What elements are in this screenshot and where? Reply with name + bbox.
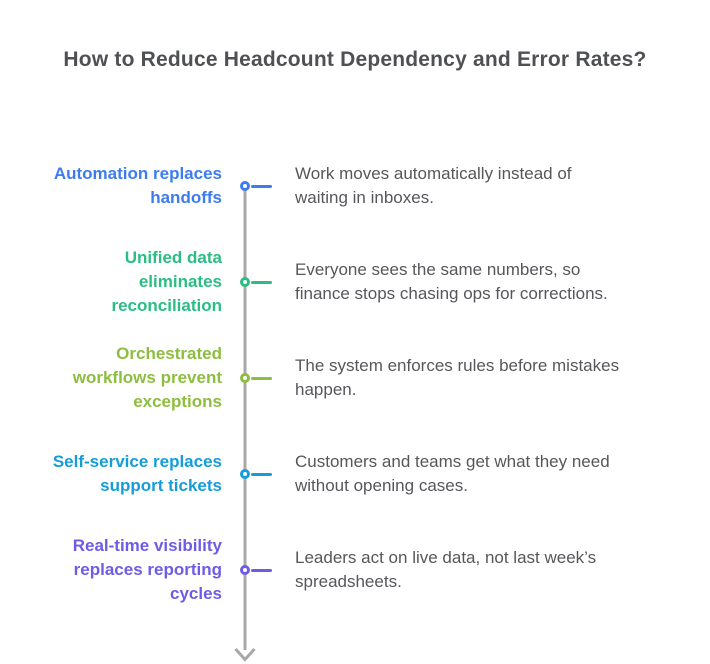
timeline-connector-line (251, 568, 272, 572)
timeline-item-description: Everyone sees the same numbers, so finan… (295, 260, 608, 303)
arrow-down-icon (234, 647, 256, 662)
timeline-node-icon (240, 469, 250, 479)
timeline-connector-line (251, 376, 272, 380)
timeline-node-icon (240, 277, 250, 287)
timeline-node-icon (240, 181, 250, 191)
timeline-connector-line (251, 184, 272, 188)
timeline-item-description: Customers and teams get what they need w… (295, 452, 610, 495)
page-title: How to Reduce Headcount Dependency and E… (63, 48, 647, 71)
timeline-item-description: Leaders act on live data, not last week’… (295, 548, 597, 591)
timeline-item-description: Work moves automatically instead of wait… (295, 164, 572, 207)
timeline-item-label: Orchestrated workflows prevent exception… (72, 344, 222, 411)
timeline-connector-line (251, 472, 272, 476)
timeline-node-icon (240, 565, 250, 575)
timeline-item-label: Unified data eliminates reconciliation (111, 248, 222, 315)
timeline-connector-line (251, 280, 272, 284)
timeline-item-description: The system enforces rules before mistake… (295, 356, 620, 399)
timeline-item-label: Automation replaces handoffs (53, 164, 222, 207)
timeline-item-label: Real-time visibility replaces reporting … (72, 536, 222, 603)
timeline-node-icon (240, 373, 250, 383)
timeline-item-label: Self-service replaces support tickets (52, 452, 222, 495)
